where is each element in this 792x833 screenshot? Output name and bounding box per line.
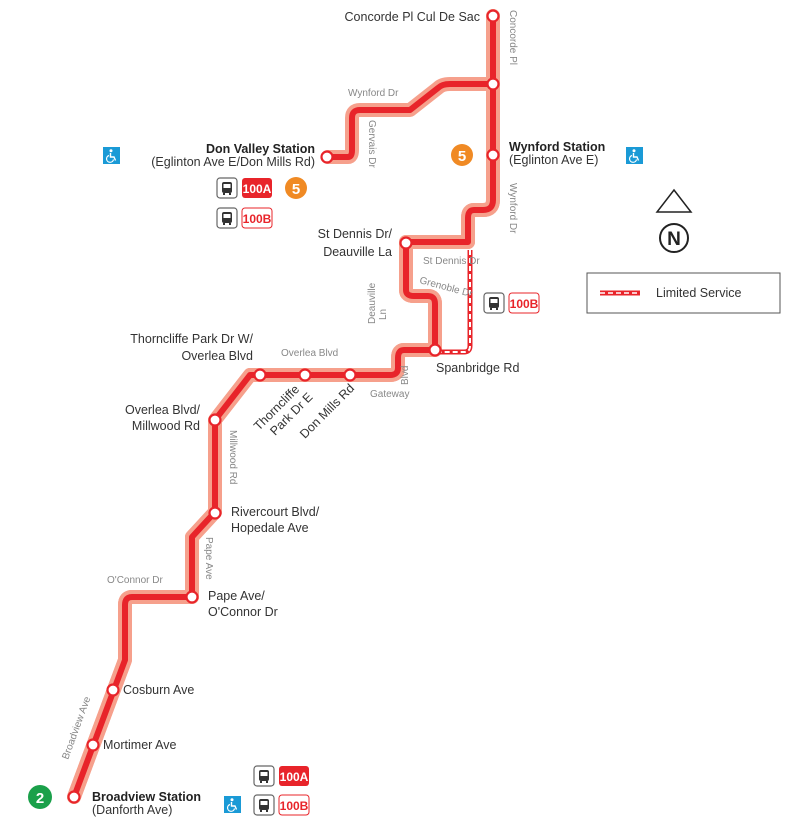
legend: Limited Service	[586, 272, 781, 314]
label-pape-2: O'Connor Dr	[208, 605, 278, 619]
street-gateway: Gateway	[370, 389, 409, 400]
label-rivercourt-2: Hopedale Ave	[231, 521, 309, 535]
route-badge-100b[interactable]: 100B	[243, 212, 272, 226]
station-wynford[interactable]	[486, 148, 500, 162]
route-badge-100b[interactable]: 100B	[510, 297, 539, 311]
station-don-mills[interactable]	[343, 368, 357, 382]
station-rivercourt[interactable]	[208, 506, 222, 520]
street-gateway-blvd: Blvd	[400, 366, 411, 385]
street-gervais: Gervais Dr	[366, 120, 377, 168]
label-concorde: Concorde Pl Cul De Sac	[345, 10, 480, 24]
accessible-icon	[102, 146, 121, 165]
station-don-valley[interactable]	[320, 150, 334, 164]
label-wynford-sub: (Eglinton Ave E)	[509, 153, 598, 167]
label-wynford: Wynford Station	[509, 140, 605, 154]
street-wynford-dr: Wynford Dr	[348, 88, 399, 99]
label-st-dennis-1: St Dennis Dr/	[318, 227, 393, 241]
label-overlea-millwood-1: Overlea Blvd/	[125, 403, 201, 417]
street-deauville-1: Deauville	[367, 282, 378, 324]
label-don-valley: Don Valley Station	[206, 142, 315, 156]
street-millwood: Millwood Rd	[227, 430, 238, 484]
street-oconnor: O'Connor Dr	[107, 575, 163, 586]
route-line	[67, 9, 500, 804]
label-broadview: Broadview Station	[92, 790, 201, 804]
line-2-badge[interactable]: 2	[36, 790, 44, 807]
station-cosburn[interactable]	[106, 683, 120, 697]
street-deauville-2: Ln	[378, 309, 389, 320]
bus-icon	[253, 765, 275, 787]
station-wynford-concorde[interactable]	[486, 77, 500, 91]
compass-label: N	[667, 229, 681, 250]
station-broadview[interactable]	[67, 790, 81, 804]
station-concorde[interactable]	[486, 9, 500, 23]
route-badge-100b[interactable]: 100B	[280, 799, 309, 813]
line-5-badge[interactable]: 5	[458, 148, 466, 165]
station-thorncliffe-w[interactable]	[253, 368, 267, 382]
station-st-dennis[interactable]	[399, 236, 413, 250]
stations	[67, 9, 500, 804]
north-arrow: N	[655, 188, 693, 253]
bus-icon	[216, 207, 238, 229]
label-st-dennis-2: Deauville La	[323, 245, 392, 259]
station-overlea-millwood[interactable]	[208, 413, 222, 427]
bus-icon	[216, 177, 238, 199]
station-thorncliffe-e[interactable]	[298, 368, 312, 382]
station-spanbridge[interactable]	[428, 343, 442, 357]
street-overlea: Overlea Blvd	[281, 348, 338, 359]
label-thorncliffe-w-2: Overlea Blvd	[181, 349, 253, 363]
route-badge-100a[interactable]: 100A	[243, 182, 272, 196]
street-pape: Pape Ave	[203, 537, 214, 580]
label-don-valley-sub: (Eglinton Ave E/Don Mills Rd)	[151, 155, 315, 169]
accessible-icon	[223, 795, 242, 814]
station-pape[interactable]	[185, 590, 199, 604]
label-broadview-sub: (Danforth Ave)	[92, 803, 172, 817]
label-cosburn: Cosburn Ave	[123, 683, 194, 697]
street-st-dennis: St Dennis Dr	[423, 256, 480, 267]
street-concorde-pl: Concorde Pl	[507, 10, 518, 65]
label-thorncliffe-w-1: Thorncliffe Park Dr W/	[130, 332, 253, 346]
route-badge-100a[interactable]: 100A	[280, 770, 309, 784]
limited-service-segment	[437, 250, 473, 355]
label-mortimer: Mortimer Ave	[103, 738, 176, 752]
label-overlea-millwood-2: Millwood Rd	[132, 419, 200, 433]
bus-icon	[253, 794, 275, 816]
line-5-badge[interactable]: 5	[292, 181, 300, 198]
label-spanbridge: Spanbridge Rd	[436, 361, 519, 375]
label-pape-1: Pape Ave/	[208, 589, 265, 603]
label-don-mills: Don Mills Rd	[297, 381, 357, 441]
bus-icon	[483, 292, 505, 314]
station-mortimer[interactable]	[86, 738, 100, 752]
legend-limited-service: Limited Service	[656, 286, 741, 300]
label-rivercourt-1: Rivercourt Blvd/	[231, 505, 320, 519]
compass-arrow-icon	[655, 188, 693, 213]
street-wynford-dr-side: Wynford Dr	[507, 183, 518, 234]
accessible-icon	[625, 146, 644, 165]
